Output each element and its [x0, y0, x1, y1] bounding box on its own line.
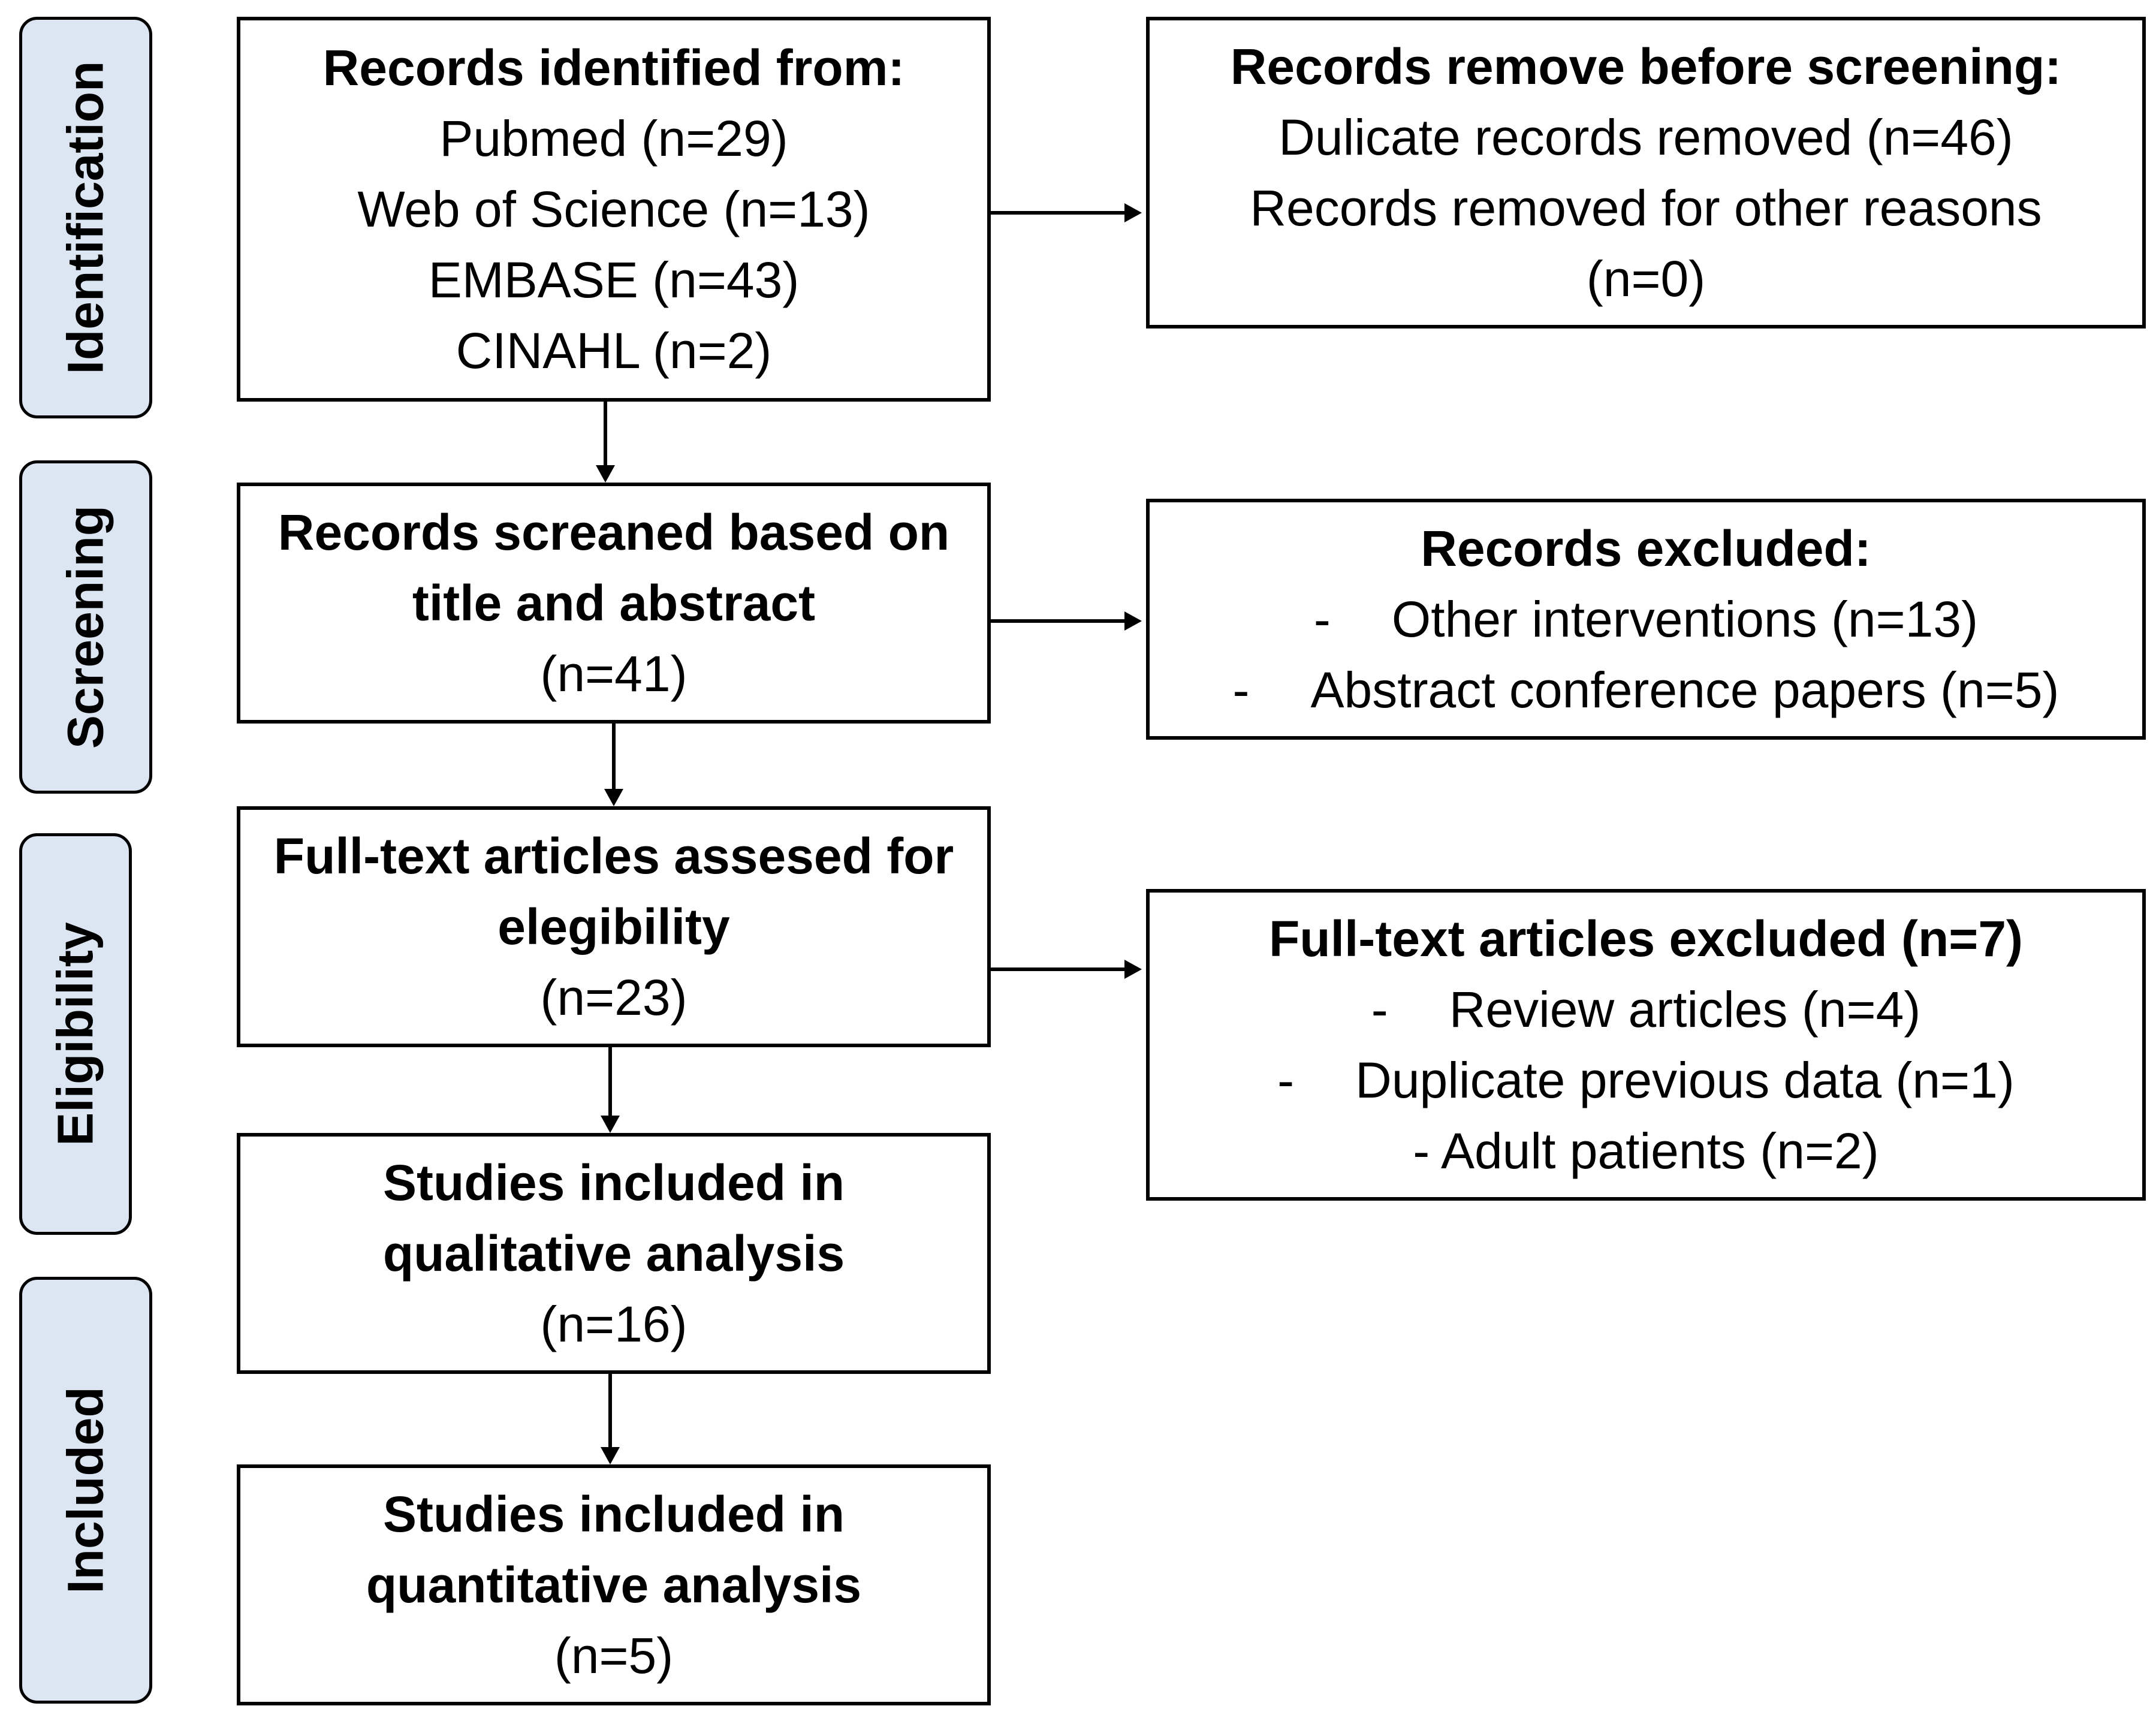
- fulltext-title-line-2: elegibility: [497, 899, 730, 955]
- excluded-other-interventions: Other interventions (n=13): [1391, 591, 1979, 647]
- fulltext-assessed-box: Full-text articles assesed for elegibili…: [237, 806, 991, 1047]
- arrow-fulltext-to-qualitative: [601, 1047, 620, 1133]
- arrow-qualitative-to-quantitative: [601, 1374, 620, 1464]
- other-reasons-removed: Records removed for other reasons: [1250, 180, 2042, 236]
- phase-included: Included: [19, 1277, 152, 1704]
- phase-eligibility: Eligibility: [19, 833, 132, 1235]
- records-identified-title: Records identified from:: [322, 40, 905, 96]
- other-reasons-count: (n=0): [1586, 251, 1706, 307]
- excluded-abstract-papers: Abstract conference papers (n=5): [1310, 662, 2059, 718]
- source-web-of-science: Web of Science (n=13): [357, 181, 870, 237]
- quantitative-title-line-2: quantitative analysis: [366, 1557, 862, 1613]
- arrow-screened-to-excluded: [991, 611, 1142, 631]
- excluded-review-articles: Review articles (n=4): [1449, 981, 1921, 1038]
- excluded-item: - Abstract conference papers (n=5): [1232, 655, 2059, 725]
- fulltext-title-line-1: Full-text articles assesed for: [273, 828, 954, 884]
- arrow-fulltext-to-excluded: [991, 960, 1142, 979]
- arrow-screened-to-fulltext: [604, 724, 623, 806]
- fulltext-count: (n=23): [540, 969, 687, 1026]
- arrow-identified-to-screened: [596, 402, 615, 483]
- fulltext-excluded-item: - Review articles (n=4): [1371, 974, 1921, 1045]
- fulltext-excluded-title: Full-text articles excluded (n=7): [1268, 911, 2024, 967]
- records-excluded-title: Records excluded:: [1421, 520, 1871, 577]
- arrow-identified-to-removed: [991, 203, 1142, 222]
- records-screened-title-line-1: Records screaned based on: [278, 504, 950, 560]
- qualitative-title-line-1: Studies included in: [382, 1155, 845, 1211]
- fulltext-excluded-box: Full-text articles excluded (n=7) - Revi…: [1146, 889, 2146, 1201]
- records-screened-title-line-2: title and abstract: [412, 575, 816, 631]
- source-cinahl: CINAHL (n=2): [456, 322, 772, 379]
- duplicates-removed: Dulicate records removed (n=46): [1278, 109, 2013, 165]
- source-pubmed: Pubmed (n=29): [439, 110, 788, 167]
- records-screened-count: (n=41): [540, 646, 687, 702]
- quantitative-analysis-box: Studies included in quantitative analysi…: [237, 1464, 991, 1705]
- bullet-dash: -: [1277, 1052, 1295, 1108]
- excluded-duplicate-data: Duplicate previous data (n=1): [1355, 1052, 2015, 1108]
- bullet-dash: -: [1371, 981, 1388, 1038]
- bullet-dash: -: [1313, 591, 1331, 647]
- fulltext-excluded-item: - Duplicate previous data (n=1): [1277, 1045, 2015, 1116]
- phase-identification: Identification: [19, 17, 152, 418]
- records-excluded-box: Records excluded: - Other interventions …: [1146, 499, 2146, 740]
- records-removed-title: Records remove before screening:: [1230, 38, 2062, 95]
- qualitative-count: (n=16): [540, 1296, 687, 1352]
- qualitative-title-line-2: qualitative analysis: [382, 1225, 845, 1282]
- bullet-dash: -: [1232, 662, 1250, 718]
- excluded-item: - Other interventions (n=13): [1314, 584, 1978, 655]
- source-embase: EMBASE (n=43): [428, 252, 800, 308]
- records-screened-box: Records screaned based on title and abst…: [237, 483, 991, 724]
- qualitative-analysis-box: Studies included in qualitative analysis…: [237, 1133, 991, 1374]
- phase-screening: Screening: [19, 460, 152, 794]
- records-identified-box: Records identified from: Pubmed (n=29) W…: [237, 17, 991, 402]
- quantitative-title-line-1: Studies included in: [382, 1486, 845, 1542]
- excluded-adult-patients: - Adult patients (n=2): [1413, 1123, 1879, 1179]
- quantitative-count: (n=5): [554, 1627, 674, 1684]
- records-removed-box: Records remove before screening: Dulicat…: [1146, 17, 2146, 328]
